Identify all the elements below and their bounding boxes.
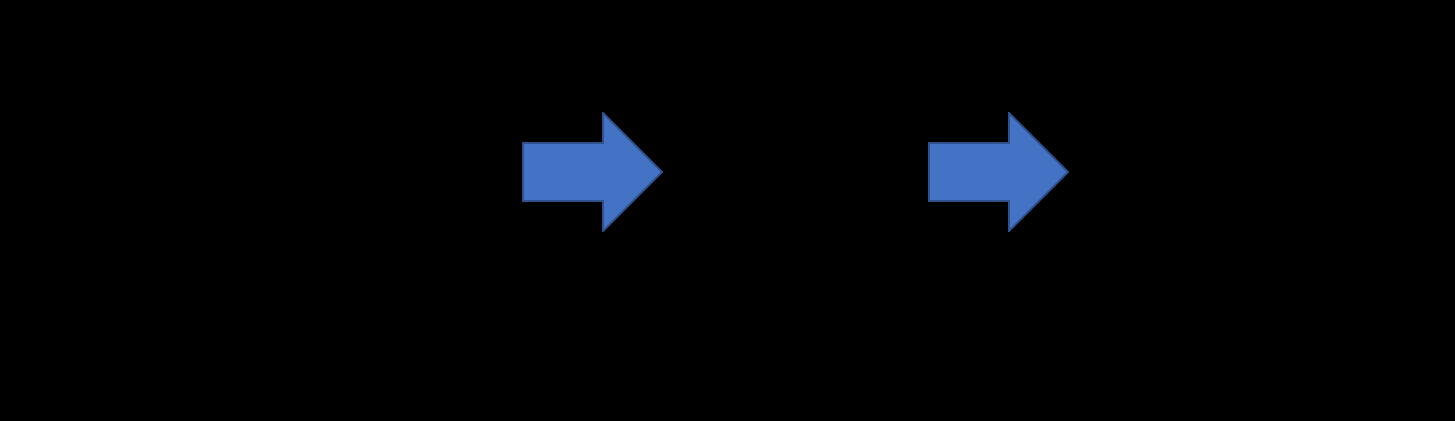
- right-arrow-shape: [928, 112, 1069, 232]
- right-arrow-shape: [522, 112, 663, 232]
- right-arrow-icon: [928, 112, 1069, 232]
- right-arrow-icon: [522, 112, 663, 232]
